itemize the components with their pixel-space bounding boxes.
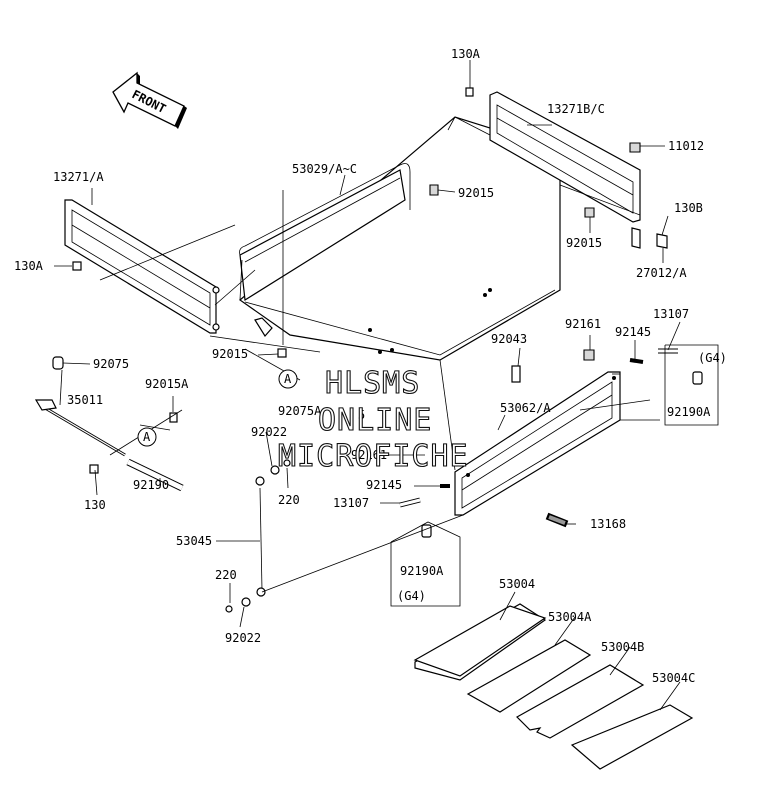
bed-mats [413,603,694,770]
label-92145-top: 92145 [615,325,651,339]
label-13271BC: 13271B/C [547,102,605,116]
label-92022-bottom: 92022 [225,631,261,645]
tailgate [454,371,621,516]
label-G4-top: (G4) [698,351,727,365]
tailgate-cable [225,459,291,613]
watermark-line-3: MICROFICHE [278,439,469,474]
watermark: HLSMS ONLINE MICROFICHE [277,365,469,474]
callout-a-1: A [278,369,298,389]
label-92015-bottom: 92015 [212,347,248,361]
label-35011: 35011 [67,393,103,407]
callout-a-2: A [137,427,157,447]
front-arrow: FRONT [112,71,187,129]
label-53029: 53029/A~C [292,162,357,176]
bed-floor [239,116,561,361]
label-53004B: 53004B [601,640,644,654]
bed-front-panel [239,163,411,338]
label-92022-top: 92022 [251,425,287,439]
prop-rod-assembly [34,356,184,492]
callout-a-text: A [143,430,151,444]
label-92161-top: 92161 [565,317,601,331]
label-130A-top: 130A [451,47,481,61]
label-53062A: 53062/A [500,401,551,415]
label-92190: 92190 [133,478,169,492]
label-92190A-top: 92190A [667,405,711,419]
label-92145-mid: 92145 [366,478,402,492]
label-92075: 92075 [93,357,129,371]
label-13271A: 13271/A [53,170,104,184]
label-92161-mid: 92161 [351,448,387,462]
label-220-bottom: 220 [215,568,237,582]
label-13168: 13168 [590,517,626,531]
label-11012: 11012 [668,139,704,153]
label-G4-bottom: (G4) [397,589,426,603]
label-92015-right: 92015 [566,236,602,250]
callout-a-text: A [284,372,292,386]
label-220-top: 220 [278,493,300,507]
label-92015-center: 92015 [458,186,494,200]
label-27012A: 27012/A [636,266,687,280]
label-130B: 130B [674,201,703,215]
label-92075A: 92075A [278,404,322,418]
label-92190A-bottom: 92190A [400,564,444,578]
watermark-line-2: ONLINE [318,403,432,438]
label-130: 130 [84,498,106,512]
left-side-panel [64,199,220,334]
watermark-line-1: HLSMS [325,366,420,401]
label-13107-mid: 13107 [333,496,369,510]
label-92043: 92043 [491,332,527,346]
label-92015A: 92015A [145,377,189,391]
label-13107-top: 13107 [653,307,689,321]
label-53004: 53004 [499,577,535,591]
rear-side-panel [489,91,641,249]
part-labels: 130A 13271B/C 11012 130B 92015 27012/A 5… [14,47,727,685]
label-130A-left: 130A [14,259,44,273]
leader-lines [54,60,719,711]
label-5: 5 [358,408,365,422]
label-53045: 53045 [176,534,212,548]
label-53004A: 53004A [548,610,592,624]
label-53004C: 53004C [652,671,695,685]
